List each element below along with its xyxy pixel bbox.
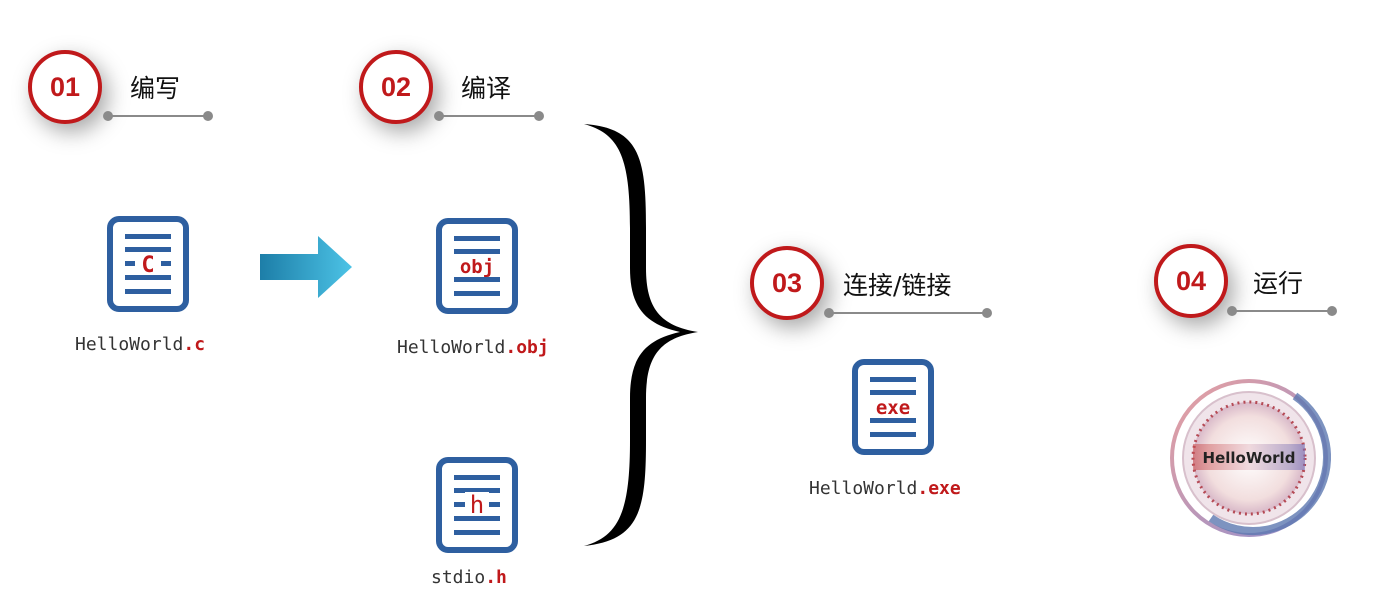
object-file-ext: .obj — [505, 337, 549, 358]
source-file-label: HelloWorld.c — [75, 334, 205, 355]
source-file-ext: .c — [183, 334, 206, 355]
step-03-divider — [824, 308, 992, 318]
document-icon: exe — [852, 359, 934, 455]
step-02-title: 编译 — [461, 74, 512, 103]
object-file-name: HelloWorld — [397, 337, 506, 358]
header-file-label: stdio.h — [431, 567, 507, 588]
document-icon: obj — [436, 218, 518, 314]
object-file-label: HelloWorld.obj — [397, 337, 549, 358]
source-file-name: HelloWorld — [75, 334, 184, 355]
step-03-badge: 03 — [750, 246, 824, 320]
exe-icon-text: exe — [876, 397, 910, 419]
header-file-name: stdio — [431, 567, 486, 588]
document-icon: C — [107, 216, 189, 312]
curly-brace-icon — [584, 124, 698, 546]
header-icon-text: h — [470, 491, 484, 519]
step-02-divider — [434, 111, 544, 121]
document-icon: h — [436, 457, 518, 553]
run-result-text: HelloWorld — [1203, 449, 1296, 467]
source-icon-text: C — [141, 253, 154, 278]
step-02-badge: 02 — [359, 50, 433, 124]
run-result-circle: HelloWorld — [1170, 379, 1331, 537]
step-03-title: 连接/链接 — [843, 271, 952, 300]
object-icon-text: obj — [460, 256, 494, 278]
step-01-title: 编写 — [130, 74, 181, 103]
step-04-badge: 04 — [1154, 244, 1228, 318]
exe-file-name: HelloWorld — [809, 478, 918, 499]
exe-file-label: HelloWorld.exe — [809, 478, 961, 499]
step-04-divider — [1227, 306, 1337, 316]
step-01-divider — [103, 111, 213, 121]
step-01-badge: 01 — [28, 50, 102, 124]
right-arrow-icon — [260, 236, 352, 298]
exe-file-ext: .exe — [917, 478, 961, 499]
step-04-title: 运行 — [1253, 269, 1304, 298]
header-file-ext: .h — [485, 567, 507, 588]
